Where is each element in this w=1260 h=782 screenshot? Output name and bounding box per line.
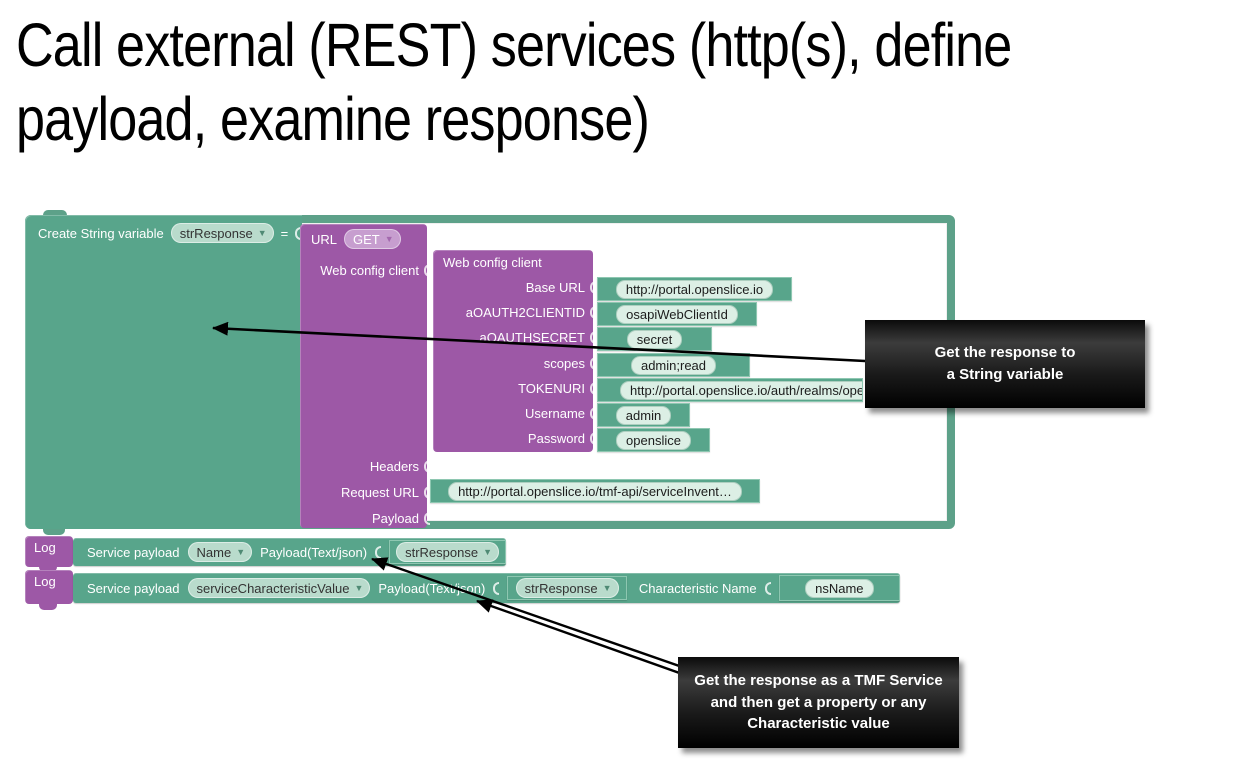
payload-variable-block[interactable]: strResponse ▼ xyxy=(507,576,627,600)
field-label: aOAUTH2CLIENTID xyxy=(465,304,585,320)
scopes-value-block[interactable]: admin;read xyxy=(597,353,750,377)
value-socket-icon xyxy=(295,226,302,240)
create-string-variable-label: Create String variable xyxy=(38,225,164,241)
payload-text-json-label: Payload(Text/json) xyxy=(260,544,368,560)
url-block[interactable]: URL GET ▼ Web config client Headers Requ… xyxy=(300,224,430,528)
characteristic-name-label: Characteristic Name xyxy=(638,580,757,596)
field-label: Password xyxy=(527,430,585,446)
characteristic-name-value-block[interactable]: nsName xyxy=(778,575,900,601)
payload-variable-value: strResponse xyxy=(524,580,598,596)
request-url-value-block[interactable]: http://portal.openslice.io/tmf-api/servi… xyxy=(430,479,760,503)
create-string-variable-block-body[interactable] xyxy=(25,215,302,529)
service-payload-label: Service payload xyxy=(87,544,180,560)
value-socket-icon xyxy=(590,431,596,445)
chevron-down-icon: ▼ xyxy=(384,234,394,244)
oauth2-clientid-value[interactable]: osapiWebClientId xyxy=(616,304,738,324)
chevron-down-icon: ▼ xyxy=(483,547,492,557)
value-socket-icon xyxy=(590,305,596,319)
http-method-dropdown[interactable]: GET ▼ xyxy=(344,229,401,249)
oauth2-clientid-value-block[interactable]: osapiWebClientId xyxy=(597,302,757,326)
oauth-secret-value[interactable]: secret xyxy=(626,329,683,349)
payload-text-json-label: Payload(Text/json) xyxy=(378,580,486,596)
request-url-value[interactable]: http://portal.openslice.io/tmf-api/servi… xyxy=(448,481,742,501)
log-block-1-row[interactable]: Service payload Name ▼ Payload(Text/json… xyxy=(73,538,506,566)
equals-sign: = xyxy=(280,225,289,241)
property-dropdown[interactable]: serviceCharacteristicValue ▼ xyxy=(187,578,371,598)
page-title: Call external (REST) services (http(s), … xyxy=(16,11,1012,154)
value-socket-icon xyxy=(424,485,430,499)
value-socket-icon xyxy=(590,381,596,395)
value-socket-icon xyxy=(764,581,771,595)
base-url-value[interactable]: http://portal.openslice.io xyxy=(615,279,774,299)
chevron-down-icon: ▼ xyxy=(602,583,612,593)
variable-dropdown-value: strResponse xyxy=(179,225,253,241)
log-block-1-connector xyxy=(39,567,57,572)
url-label: URL xyxy=(311,231,338,247)
characteristic-name-value[interactable]: nsName xyxy=(805,578,874,598)
tokenuri-value[interactable]: http://portal.openslice.io/auth/realms/o… xyxy=(620,380,862,400)
value-socket-icon xyxy=(424,511,430,525)
variable-dropdown[interactable]: strResponse ▼ xyxy=(170,223,274,243)
oauth-secret-value-block[interactable]: secret xyxy=(597,327,712,351)
log-block-2-row[interactable]: Service payload serviceCharacteristicVal… xyxy=(73,573,900,603)
block-top-connector xyxy=(43,210,67,216)
field-label: aOAUTHSECRET xyxy=(479,329,585,345)
tokenuri-value-block[interactable]: http://portal.openslice.io/auth/realms/o… xyxy=(597,378,863,402)
username-value[interactable]: admin xyxy=(615,405,672,425)
service-payload-label: Service payload xyxy=(87,580,180,596)
chevron-down-icon: ▼ xyxy=(354,583,364,593)
log-block-1-tab[interactable]: Log xyxy=(25,536,73,567)
field-label: Base URL xyxy=(525,279,585,295)
web-config-client-block[interactable]: Web config client Base URL aOAUTH2CLIENT… xyxy=(433,250,596,452)
chevron-down-icon: ▼ xyxy=(257,228,267,238)
field-label: TOKENURI xyxy=(518,380,585,396)
blockly-diagram: Create String variable strResponse ▼ = U… xyxy=(25,210,960,615)
payload-variable-block[interactable]: strResponse ▼ xyxy=(389,540,506,564)
block-bottom-connector xyxy=(43,529,65,535)
log-label: Log xyxy=(34,540,56,555)
value-socket-icon xyxy=(590,280,596,294)
log-block-2-tab[interactable]: Log xyxy=(25,570,73,604)
value-socket-icon xyxy=(424,263,430,277)
chevron-down-icon: ▼ xyxy=(236,547,246,557)
value-socket-icon xyxy=(493,581,500,595)
scopes-value[interactable]: admin;read xyxy=(630,355,717,375)
request-url-label: Request URL xyxy=(340,484,419,500)
password-value[interactable]: openslice xyxy=(616,430,691,450)
payload-label: Payload xyxy=(372,510,419,526)
property-dropdown-value: Name xyxy=(196,544,232,560)
password-value-block[interactable]: openslice xyxy=(597,428,710,452)
value-socket-icon xyxy=(424,459,430,473)
property-dropdown[interactable]: Name ▼ xyxy=(187,542,253,562)
value-socket-icon xyxy=(375,545,382,559)
value-socket-icon xyxy=(590,406,596,420)
username-value-block[interactable]: admin xyxy=(597,403,690,427)
value-socket-icon xyxy=(590,330,596,344)
callout-string-variable: Get the response to a String variable xyxy=(865,320,1145,408)
field-label: Username xyxy=(525,405,585,421)
log-block-2-connector xyxy=(39,604,57,610)
payload-variable-dropdown[interactable]: strResponse ▼ xyxy=(396,542,499,562)
log-label: Log xyxy=(34,574,56,589)
property-dropdown-value: serviceCharacteristicValue xyxy=(196,580,350,596)
value-socket-icon xyxy=(590,356,596,370)
headers-label: Headers xyxy=(369,458,419,474)
web-config-client-socket-label: Web config client xyxy=(320,262,419,278)
base-url-value-block[interactable]: http://portal.openslice.io xyxy=(597,277,792,301)
web-config-client-title: Web config client xyxy=(443,255,542,270)
http-method-value: GET xyxy=(353,231,380,247)
payload-variable-value: strResponse xyxy=(405,544,479,560)
field-label: scopes xyxy=(543,355,585,371)
callout-tmf-service: Get the response as a TMF Service and th… xyxy=(678,657,959,748)
payload-variable-dropdown[interactable]: strResponse ▼ xyxy=(515,578,619,598)
